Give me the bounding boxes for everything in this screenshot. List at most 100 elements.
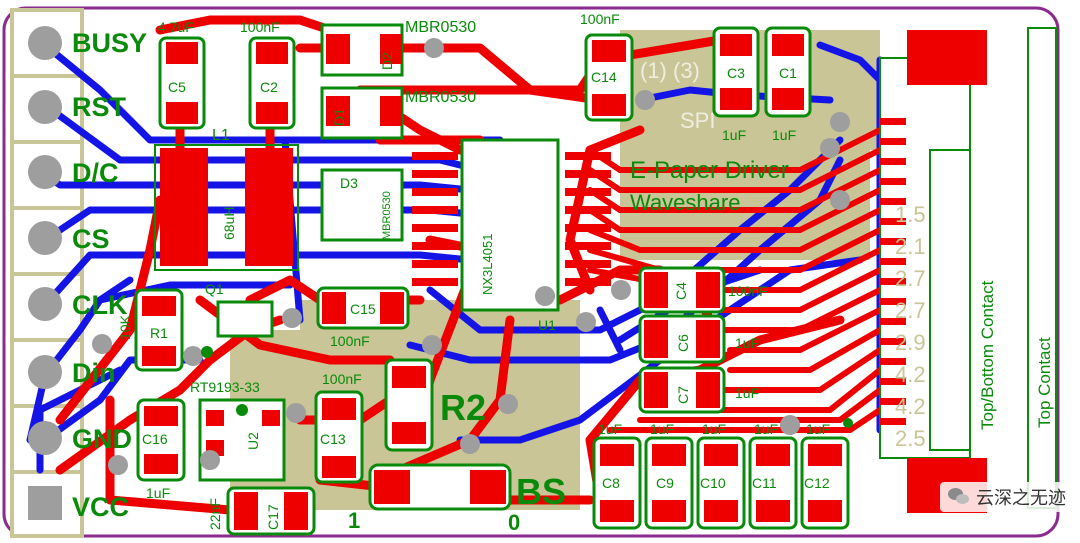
- svg-text:1uF: 1uF: [598, 421, 622, 437]
- svg-text:C15: C15: [350, 301, 376, 317]
- cap-c17: C17 22nF: [207, 486, 316, 536]
- cap-c9: C9 1uF: [644, 421, 694, 530]
- cap-c6: C6 1uF: [638, 314, 759, 364]
- watermark-text: 云深之无迹: [976, 488, 1066, 509]
- svg-text:C11: C11: [752, 475, 777, 491]
- svg-text:1uF: 1uF: [735, 385, 759, 401]
- svg-text:D3: D3: [340, 175, 358, 191]
- cap-c5: C5 4.7uF: [158, 19, 206, 130]
- board-title: E-Paper Driver: [630, 157, 789, 184]
- svg-text:10K: 10K: [117, 314, 133, 340]
- svg-text:C3: C3: [727, 65, 745, 81]
- svg-text:1: 1: [348, 508, 360, 533]
- svg-text:Q1: Q1: [205, 281, 224, 297]
- diode-d2: D2 MBR0530: [320, 19, 476, 77]
- ic-u1: NX3L4051 U1: [412, 138, 611, 333]
- svg-text:2.9: 2.9: [895, 330, 926, 355]
- svg-text:1uF: 1uF: [806, 421, 830, 437]
- svg-text:SPI: SPI: [680, 108, 715, 133]
- resistor-r1: R1 10K: [117, 288, 184, 372]
- svg-text:100nF: 100nF: [580, 11, 620, 27]
- svg-text:C7: C7: [675, 386, 691, 404]
- svg-text:C4: C4: [673, 282, 689, 300]
- pin-label-clk: CLK: [72, 290, 128, 320]
- svg-text:D1: D1: [331, 108, 347, 126]
- svg-text:C13: C13: [320, 431, 346, 447]
- cap-c4: C4 100nF: [638, 266, 768, 314]
- svg-text:4.7uF: 4.7uF: [158, 19, 194, 35]
- wechat-icon: [948, 488, 970, 506]
- svg-text:100nF: 100nF: [240, 19, 280, 35]
- svg-text:1uF: 1uF: [735, 335, 759, 351]
- svg-text:GND (1): GND (1): [420, 60, 502, 85]
- pin-label-rst: RST: [72, 92, 127, 122]
- label-top-bottom-contact: Top/Bottom Contact: [978, 280, 997, 430]
- pin-label-vcc: VCC: [72, 492, 129, 522]
- resistor-r2: R2: [384, 358, 486, 452]
- svg-text:MBR0530: MBR0530: [381, 191, 393, 240]
- svg-text:100nF: 100nF: [330, 333, 370, 349]
- pin-label-cs: CS: [72, 224, 110, 254]
- svg-text:C12: C12: [804, 475, 830, 491]
- cap-c2: C2 100nF: [240, 19, 296, 130]
- cap-c10: C10 1uF: [696, 421, 746, 530]
- cap-c1: C1 1uF: [764, 26, 812, 143]
- svg-text:L1: L1: [212, 127, 230, 144]
- svg-text:1uF: 1uF: [722, 127, 746, 143]
- svg-text:2.5: 2.5: [895, 426, 926, 451]
- svg-text:0: 0: [508, 510, 520, 535]
- header-pads: [28, 26, 62, 520]
- svg-text:MBR0530: MBR0530: [405, 89, 476, 106]
- pin-label-gnd: GND: [72, 424, 132, 454]
- diode-d3: D3 MBR0530: [320, 168, 404, 242]
- cap-c8: C8 1uF: [592, 421, 642, 530]
- small-vias: [201, 346, 853, 428]
- svg-text:100nF: 100nF: [322, 371, 362, 387]
- pin-label-busy: BUSY: [72, 28, 147, 58]
- cap-c15: C15 100nF: [316, 286, 410, 349]
- svg-text:C6: C6: [675, 334, 691, 352]
- svg-text:4.2: 4.2: [895, 394, 926, 419]
- svg-text:1uF: 1uF: [772, 127, 796, 143]
- diode-d1: D1 MBR0530: [320, 86, 476, 140]
- svg-text:1uF: 1uF: [702, 421, 726, 437]
- jumper-bs: BS 1 0: [348, 463, 566, 535]
- svg-text:1.5: 1.5: [895, 202, 926, 227]
- header-labels: BUSY RST D/C CS CLK Din GND VCC: [72, 28, 147, 522]
- svg-text:C5: C5: [168, 79, 186, 95]
- svg-text:C10: C10: [700, 475, 726, 491]
- label-rt9193: RT9193-33: [190, 379, 260, 395]
- svg-text:BS: BS: [516, 471, 566, 512]
- svg-text:68uH: 68uH: [221, 207, 237, 240]
- cap-c13: C13 100nF: [314, 371, 364, 484]
- svg-text:1uF: 1uF: [146, 485, 170, 501]
- svg-text:U1: U1: [538, 317, 556, 333]
- watermark: 云深之无迹: [940, 482, 1074, 512]
- cap-c14: C14 100nF: [580, 11, 634, 122]
- svg-text:C9: C9: [656, 475, 674, 491]
- svg-text:R1: R1: [150, 325, 168, 341]
- svg-text:NX3L4051: NX3L4051: [480, 234, 495, 295]
- inductor-l1: L1 68uH: [154, 127, 299, 271]
- label-top-contact: Top Contact: [1035, 337, 1054, 428]
- pin-label-dc: D/C: [72, 158, 119, 188]
- svg-text:(1) (3): (1) (3): [640, 58, 700, 83]
- svg-text:MBR0530: MBR0530: [405, 19, 476, 36]
- svg-text:C1: C1: [779, 65, 797, 81]
- fpc-connector: 1.52.12.7 2.72.94.2 4.22.5: [879, 27, 1057, 513]
- vias: [92, 38, 850, 475]
- svg-text:U2: U2: [245, 432, 261, 450]
- board-brand: Waveshare: [630, 190, 740, 215]
- svg-text:C17: C17: [265, 504, 281, 530]
- svg-text:C14: C14: [591, 69, 617, 85]
- cap-c11: C11 1uF: [748, 421, 798, 530]
- pin-label-din: Din: [72, 358, 116, 388]
- svg-text:2.7: 2.7: [895, 266, 926, 291]
- svg-text:4.2: 4.2: [895, 362, 926, 387]
- svg-text:1uF: 1uF: [754, 421, 778, 437]
- cap-c16: C16 1uF: [136, 398, 186, 501]
- svg-text:2.1: 2.1: [895, 234, 926, 259]
- transistor-q1: Q1: [205, 281, 274, 338]
- svg-text:100nF: 100nF: [728, 283, 768, 299]
